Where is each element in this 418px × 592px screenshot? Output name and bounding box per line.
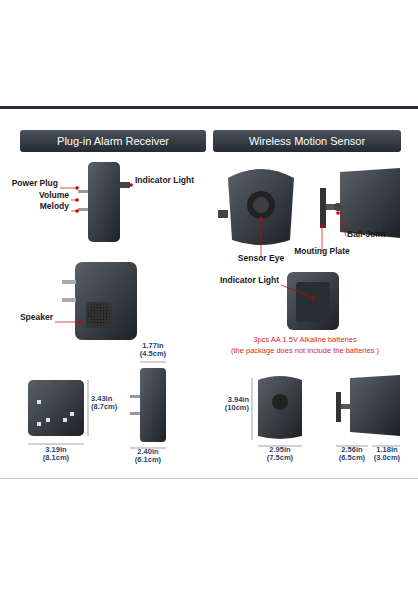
dimension-label: 1.18in [376,446,397,454]
header-text: Wireless Motion Sensor [249,135,365,147]
dimension-label: (6.1cm) [135,456,161,464]
dimension-label: (8.7cm) [91,403,117,411]
dimension-label: 3.94in [228,396,249,404]
header-bar: Wireless Motion Sensor [213,130,401,152]
part-label: Mouting Plate [294,247,350,256]
dimension-label: (7.5cm) [267,454,293,462]
dimension-label: (3.0cm) [374,454,400,462]
part-label: Speaker [20,313,53,322]
header-text: Plug-in Alarm Receiver [57,135,169,147]
dimension-label: 3.19in [45,446,66,454]
part-label: Power Plug [12,179,58,188]
part-label: Sensor Eye [238,254,284,263]
dimension-label: 3.43in [91,395,112,403]
part-label: Volume [39,191,69,200]
dimension-label: 2.56in [341,446,362,454]
dimension-label: 1.77in [142,342,163,350]
dimension-label: (4.5cm) [140,350,166,358]
part-label: Ball-Joint [347,230,386,239]
dimension-label: 2.40in [137,448,158,456]
note-text: (the package does not include the batter… [231,347,379,355]
dimension-label: (8.1cm) [43,454,69,462]
part-label: Melody [40,202,69,211]
dimension-label: (6.5cm) [339,454,365,462]
header-bar: Plug-in Alarm Receiver [20,130,206,152]
part-label: Indicator Light [135,176,194,185]
dimension-label: 2.95in [269,446,290,454]
note-text: 3pcs AA 1.5V Alkaline batteries [253,336,356,344]
part-label: Indicator Light [220,276,279,285]
dimension-label: (10cm) [225,404,249,412]
